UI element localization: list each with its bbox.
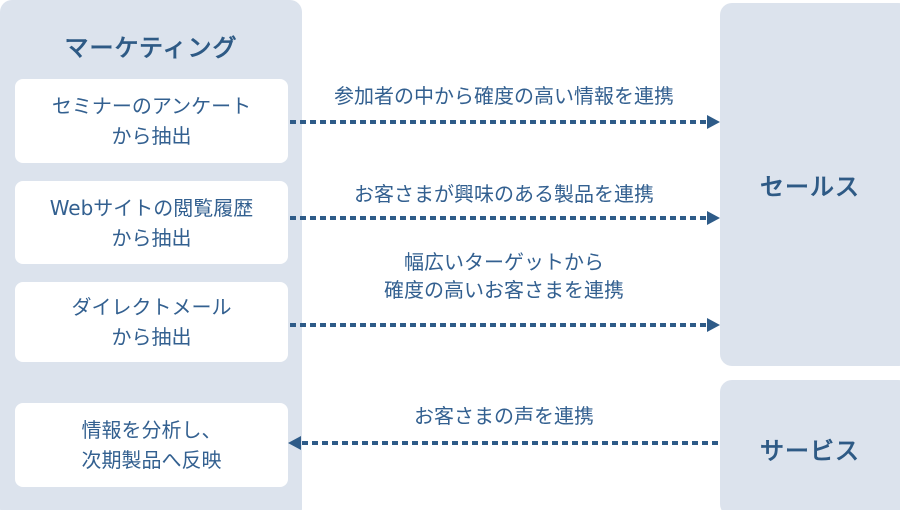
marketing-box-analysis-feedback: 情報を分析し、 次期製品へ反映	[15, 403, 288, 487]
box-text-line: セミナーのアンケート	[51, 94, 252, 118]
box-text-line: から抽出	[111, 325, 192, 349]
arrow-right-icon	[707, 211, 720, 225]
flow-label: お客さまが興味のある製品を連携	[288, 181, 720, 208]
flow-label: 参加者の中から確度の高い情報を連携	[288, 83, 720, 110]
marketing-panel: マーケティング セミナーのアンケート から抽出 Webサイトの閲覧履歴 から抽出…	[0, 0, 302, 510]
box-text-line: から抽出	[111, 124, 192, 148]
dashed-connector-line	[290, 323, 706, 327]
flow-label-line: お客さまの声を連携	[414, 404, 594, 428]
marketing-box-direct-mail: ダイレクトメール から抽出	[15, 282, 288, 362]
box-text-line: 次期製品へ反映	[81, 448, 222, 472]
flow-service-to-marketing: お客さまの声を連携	[288, 403, 720, 455]
service-panel: サービス	[720, 380, 900, 510]
box-text-line: 情報を分析し、	[81, 418, 222, 442]
service-title: サービス	[760, 436, 860, 465]
arrow-left-icon	[288, 436, 301, 450]
sales-panel: セールス	[720, 3, 900, 366]
dashed-connector-line	[290, 216, 706, 220]
flow-label: 幅広いターゲットから 確度の高いお客さまを連携	[288, 248, 720, 304]
flow-web-to-sales: お客さまが興味のある製品を連携	[288, 181, 720, 231]
dashed-connector-line	[302, 441, 720, 445]
flow-label-line: 確度の高いお客さまを連携	[384, 278, 624, 302]
arrow-right-icon	[707, 318, 720, 332]
arrow-right-icon	[707, 115, 720, 129]
marketing-box-seminar-survey: セミナーのアンケート から抽出	[15, 79, 288, 163]
dashed-connector-line	[290, 120, 706, 124]
sales-title: セールス	[760, 173, 860, 201]
flow-label-line: 参加者の中から確度の高い情報を連携	[334, 84, 674, 108]
flow-seminar-to-sales: 参加者の中から確度の高い情報を連携	[288, 83, 720, 133]
flow-label: お客さまの声を連携	[288, 403, 720, 430]
marketing-title: マーケティング	[64, 34, 238, 62]
marketing-box-web-history: Webサイトの閲覧履歴 から抽出	[15, 181, 288, 264]
flow-label-line: お客さまが興味のある製品を連携	[354, 182, 654, 206]
flow-label-line: 幅広いターゲットから	[404, 250, 604, 274]
box-text-line: から抽出	[111, 225, 192, 250]
box-text-line: Webサイトの閲覧履歴	[49, 195, 254, 220]
box-text-line: ダイレクトメール	[71, 295, 232, 319]
flow-direct-mail-to-sales: 幅広いターゲットから 確度の高いお客さまを連携	[288, 248, 720, 338]
